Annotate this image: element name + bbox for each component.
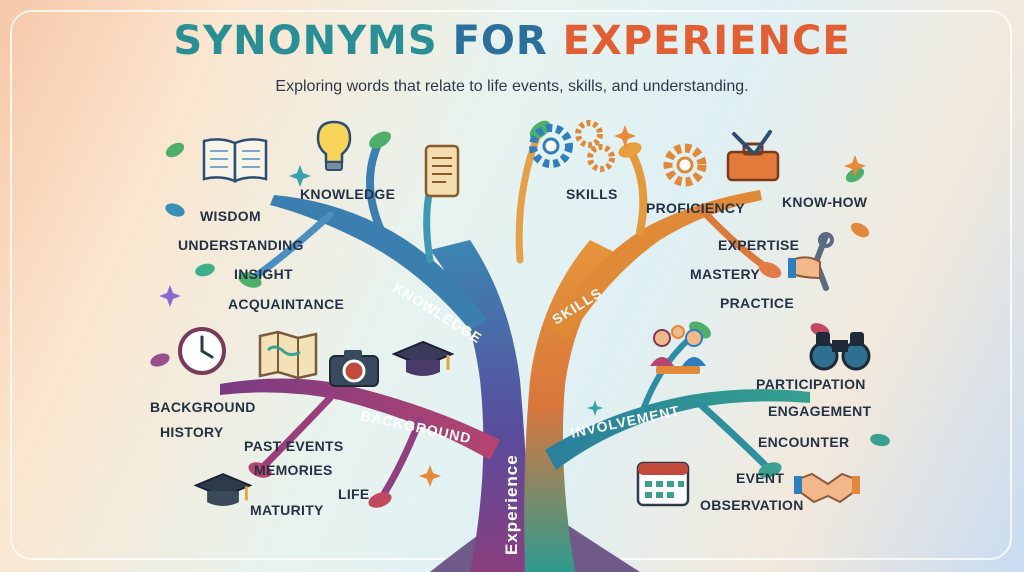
team-meeting-icon (650, 325, 706, 374)
trunk-left (430, 240, 530, 572)
graduation-cap-small-icon (194, 473, 252, 506)
word-past-events: PAST EVENTS (244, 438, 344, 454)
word-observation: OBSERVATION (700, 497, 804, 513)
binoculars-icon (809, 332, 871, 371)
leaves (150, 120, 890, 508)
open-book-icon (202, 138, 268, 183)
word-life: LIFE (338, 486, 370, 502)
branch-involvement-twig-1 (696, 400, 774, 474)
handshake-icon (794, 472, 860, 504)
word-participation: PARTICIPATION (756, 376, 866, 392)
calendar-icon (636, 461, 690, 507)
branch-knowledge (270, 195, 488, 330)
branch-label-involvement: INVOLVEMENT (569, 402, 681, 441)
title-word-for: FOR (452, 18, 548, 64)
map-icon (258, 330, 318, 380)
word-knowledge: KNOWLEDGE (300, 186, 396, 202)
trunk-right (524, 240, 620, 572)
word-skills: SKILLS (566, 186, 618, 202)
branch-knowledge-twig-1 (366, 136, 384, 232)
title-word-experience: EXPERIENCE (562, 18, 851, 64)
clock-icon (178, 327, 226, 375)
scroll-icon (424, 144, 460, 198)
word-history: HISTORY (160, 424, 224, 440)
word-wisdom: WISDOM (200, 208, 261, 224)
word-expertise: EXPERTISE (718, 237, 800, 253)
word-proficiency: PROFICIENCY (646, 200, 745, 216)
branch-involvement (545, 389, 810, 470)
cog-icon (663, 143, 707, 187)
branch-skills-twig-1 (626, 146, 648, 236)
word-know-how: KNOW-HOW (782, 194, 868, 210)
branch-background-twig-1 (256, 394, 334, 474)
word-memories: MEMORIES (254, 462, 333, 478)
page-subtitle: Exploring words that relate to life even… (275, 78, 749, 95)
sparkles (159, 125, 866, 487)
branch-background (220, 378, 500, 460)
word-background: BACKGROUND (150, 399, 256, 415)
word-engagement: ENGAGEMENT (768, 403, 872, 419)
toolbox-icon (726, 130, 780, 182)
gears-icon (529, 120, 615, 172)
lightbulb-icon (316, 120, 352, 171)
branch-skills-twig-3 (515, 126, 544, 264)
word-event: EVENT (736, 470, 785, 486)
word-mastery: MASTERY (690, 266, 761, 282)
page-title: SYNONYMS FOR EXPERIENCE (0, 18, 1024, 64)
word-insight: INSIGHT (234, 266, 293, 282)
word-acquaintance: ACQUAINTANCE (228, 296, 345, 312)
word-encounter: ENCOUNTER (758, 434, 850, 450)
branch-skills (548, 190, 762, 340)
title-word-synonyms: SYNONYMS (173, 18, 438, 64)
trunk-label: Experience (502, 454, 521, 555)
word-understanding: UNDERSTANDING (178, 237, 304, 253)
branch-knowledge-twig-2 (246, 211, 334, 284)
graduation-cap-icon (392, 340, 454, 376)
word-practice: PRACTICE (720, 295, 794, 311)
camera-icon (329, 350, 379, 387)
wrench-hand-icon (788, 232, 834, 291)
word-maturity: MATURITY (250, 502, 324, 518)
